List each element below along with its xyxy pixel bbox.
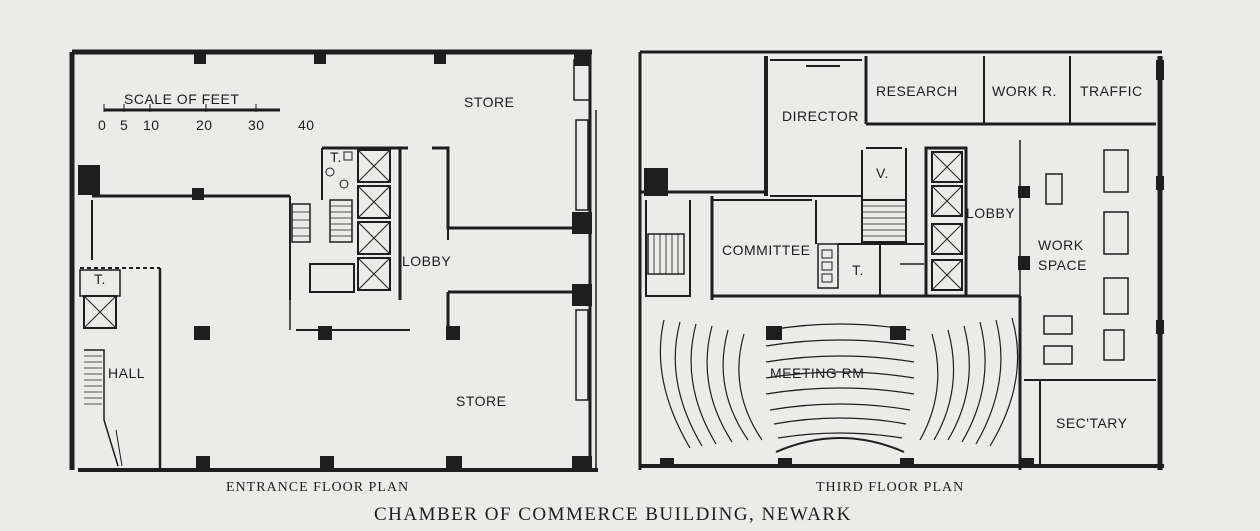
entrance-floor-plan <box>69 49 598 472</box>
room-label-vault: V. <box>876 165 889 181</box>
room-label-store-top: STORE <box>464 94 514 110</box>
third-floor-plan <box>638 50 1164 470</box>
room-label-work-r: WORK R. <box>992 83 1057 99</box>
room-label-research: RESEARCH <box>876 83 958 99</box>
room-label-lobby: LOBBY <box>402 253 451 269</box>
room-label-lobby: LOBBY <box>966 205 1015 221</box>
third-floor-labels: DIRECTOR RESEARCH WORK R. TRAFFIC V. LOB… <box>722 83 1143 431</box>
room-label-work-space-2: SPACE <box>1038 257 1087 273</box>
room-label-traffic: TRAFFIC <box>1080 83 1143 99</box>
scale-tick-10: 10 <box>143 117 160 133</box>
room-label-director: DIRECTOR <box>782 108 859 124</box>
entrance-labels: SCALE OF FEET 0 5 10 20 30 40 STORE LOBB… <box>94 91 514 409</box>
room-label-hall: HALL <box>108 365 145 381</box>
figure-title: CHAMBER OF COMMERCE BUILDING, NEWARK <box>374 504 852 525</box>
room-label-store-bottom: STORE <box>456 393 506 409</box>
scale-title: SCALE OF FEET <box>124 91 239 107</box>
room-label-meeting: MEETING RM <box>770 365 864 381</box>
scale-tick-20: 20 <box>196 117 213 133</box>
third-floor-caption: THIRD FLOOR PLAN <box>816 480 965 495</box>
scale-tick-40: 40 <box>298 117 315 133</box>
room-label-work-space-1: WORK <box>1038 237 1084 253</box>
room-label-sectary: SEC'TARY <box>1056 415 1128 431</box>
room-label-toilet: T. <box>852 262 864 278</box>
entrance-caption: ENTRANCE FLOOR PLAN <box>226 480 410 495</box>
scale-tick-5: 5 <box>120 117 128 133</box>
room-label-committee: COMMITTEE <box>722 242 811 258</box>
room-label-toilet: T. <box>330 149 342 165</box>
scale-tick-30: 30 <box>248 117 265 133</box>
scale-tick-0: 0 <box>98 117 106 133</box>
room-label-toilet-hall: T. <box>94 271 106 287</box>
